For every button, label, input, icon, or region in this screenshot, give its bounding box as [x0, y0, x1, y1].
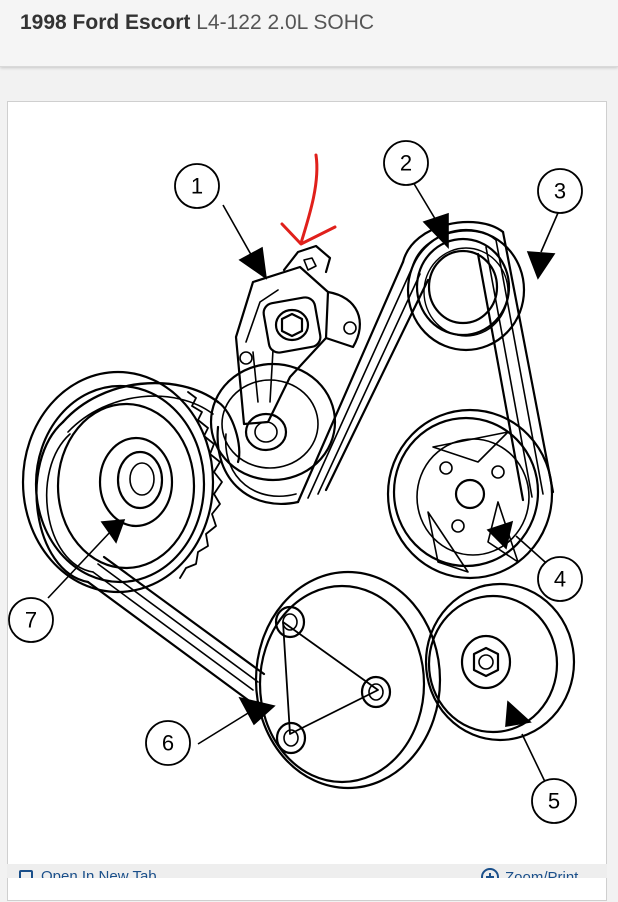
alternator-pulley — [406, 228, 526, 352]
belt-routing-diagram: 1 2 3 4 5 6 7 — [7, 101, 607, 901]
belt-diagram-svg: 1 2 3 4 5 6 7 — [8, 140, 583, 824]
belt-tensioner — [209, 244, 361, 482]
crankshaft-pulley — [21, 370, 223, 594]
page-title: 1998 Ford Escort L4-122 2.0L SOHC — [20, 9, 374, 37]
page-header: 1998 Ford Escort L4-122 2.0L SOHC — [0, 0, 618, 67]
open-new-tab-icon — [19, 870, 33, 878]
callout-4: 4 — [554, 567, 566, 592]
callout-circles — [8, 140, 583, 824]
callout-1: 1 — [191, 174, 203, 199]
zoom-plus-icon — [481, 868, 499, 878]
red-annotation-arrow — [280, 153, 337, 246]
zoom-print-label: Zoom/Print — [505, 869, 579, 878]
engine-spec: L4-122 2.0L SOHC — [196, 11, 375, 34]
vehicle-name: 1998 Ford Escort — [20, 11, 191, 34]
callout-5: 5 — [548, 789, 560, 814]
power-steering-pulley — [386, 408, 554, 580]
callout-3: 3 — [554, 179, 566, 204]
callout-7: 7 — [25, 608, 37, 633]
diagram-footer: Open In New Tab Zoom/Print — [7, 864, 607, 878]
serpentine-belt — [35, 220, 555, 702]
idler-pulley — [424, 582, 576, 742]
open-new-tab-link[interactable]: Open In New Tab — [19, 868, 157, 878]
open-new-tab-label: Open In New Tab — [41, 868, 157, 878]
callout-6: 6 — [162, 731, 174, 756]
water-pump-pulley — [254, 570, 442, 790]
callout-2: 2 — [400, 151, 412, 176]
zoom-print-link[interactable]: Zoom/Print — [481, 868, 578, 878]
